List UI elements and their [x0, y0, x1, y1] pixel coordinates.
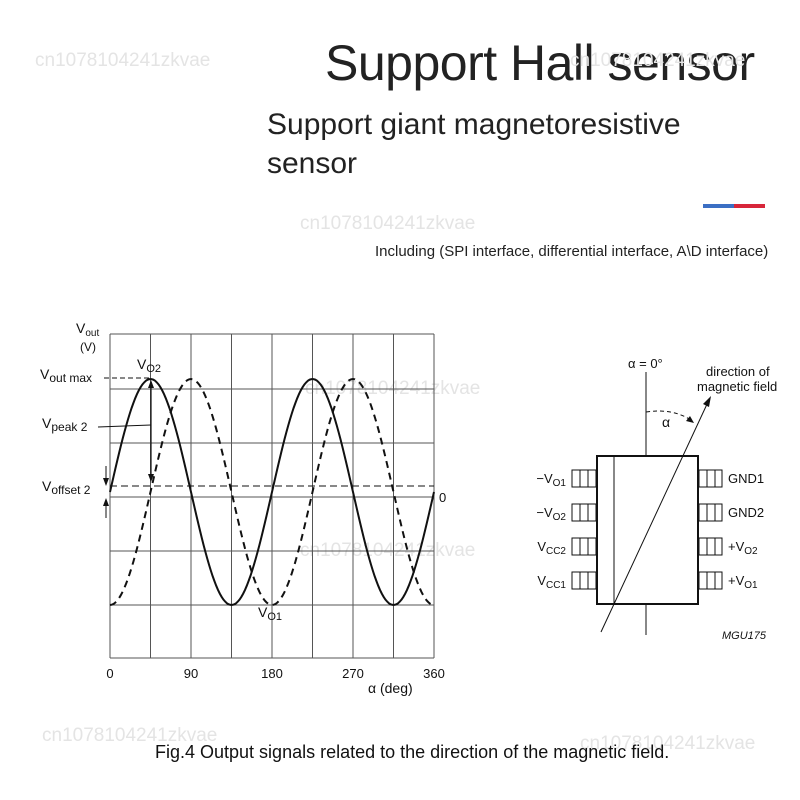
- pin-4: [571, 571, 597, 590]
- x-tick-labels: 0 90 180 270 360: [106, 666, 444, 681]
- vpeak-label: Vpeak 2: [42, 415, 88, 434]
- angle-arc-head: [686, 416, 694, 423]
- pin-5: [698, 571, 723, 590]
- watermark: cn1078104241zkvae: [580, 733, 756, 754]
- output-signal-chart: Vout (V) Vout max VO2 Vpeak 2 Voffset 2 …: [40, 320, 446, 696]
- package-code: MGU175: [722, 630, 767, 642]
- chart-annotations: [97, 377, 434, 518]
- vo1-label: VO1: [258, 604, 282, 623]
- x-tick-label: 180: [261, 666, 283, 681]
- x-tick-label: 270: [342, 666, 364, 681]
- pin-label: +VO2: [728, 539, 758, 557]
- offset-arrow-head-top: [103, 478, 109, 486]
- accent-bar-red: [734, 204, 765, 208]
- vo2-arrow-head-up: [148, 380, 154, 388]
- pin-label: VCC1: [537, 573, 566, 591]
- x-tick-label: 360: [423, 666, 445, 681]
- pin-label: GND2: [728, 505, 764, 520]
- sensor-package-diagram: α = 0° direction of magnetic field α −VO…: [536, 356, 777, 642]
- pin-6: [698, 537, 723, 556]
- vpeak-pointer: [97, 424, 152, 428]
- field-direction-arrow: [600, 401, 709, 633]
- pin-label: VCC2: [537, 539, 566, 557]
- pin-label: −VO2: [536, 505, 566, 523]
- pin-label: GND1: [728, 471, 764, 486]
- right-pins: [698, 469, 723, 590]
- interface-note: Including (SPI interface, differential i…: [375, 243, 769, 260]
- figure-caption: Fig.4 Output signals related to the dire…: [155, 742, 670, 762]
- pin-8: [698, 469, 723, 488]
- y-axis-unit: (V): [80, 340, 96, 354]
- pin-7: [698, 503, 723, 522]
- vo2-signal-curve: [109, 378, 435, 606]
- voffset-label: Voffset 2: [42, 478, 91, 497]
- y-axis-label: Vout: [76, 320, 99, 339]
- x-tick-label: 90: [184, 666, 198, 681]
- field-direction-arrow-head: [703, 396, 711, 407]
- pin-2: [571, 503, 597, 522]
- accent-bar-blue: [703, 204, 734, 208]
- watermark: cn1078104241zkvae: [300, 213, 476, 234]
- pin-1: [571, 469, 597, 488]
- page-title: Support Hall sensor: [325, 35, 755, 91]
- vo1-signal-curve: [109, 377, 435, 607]
- pin-label: +VO1: [728, 573, 758, 591]
- vo2-arrow-head-down: [148, 474, 154, 482]
- page-subtitle: Support giant magnetoresistive sensor: [267, 108, 681, 180]
- left-pins: [571, 469, 597, 590]
- pin-3: [571, 537, 597, 556]
- watermark: cn1078104241zkvae: [42, 725, 218, 746]
- chart-curves: [109, 377, 435, 607]
- alpha-label: α: [662, 414, 670, 430]
- direction-label-line-2: magnetic field: [697, 379, 777, 394]
- watermark: cn1078104241zkvae: [35, 50, 211, 71]
- alpha-zero-label: α = 0°: [628, 356, 663, 371]
- vo2-label: VO2: [137, 356, 161, 375]
- accent-bar: [703, 204, 765, 208]
- zero-line-label: 0: [439, 490, 446, 505]
- angle-arc: [645, 410, 692, 421]
- direction-label-line-1: direction of: [706, 364, 770, 379]
- offset-arrow-head-bottom: [103, 498, 109, 506]
- x-axis-label: α (deg): [368, 680, 413, 696]
- package-body: [596, 455, 699, 605]
- pin-label: −VO1: [536, 471, 566, 489]
- x-tick-label: 0: [106, 666, 113, 681]
- watermark: cn1078104241zkvae: [570, 50, 746, 71]
- vout-max-label: Vout max: [40, 366, 92, 385]
